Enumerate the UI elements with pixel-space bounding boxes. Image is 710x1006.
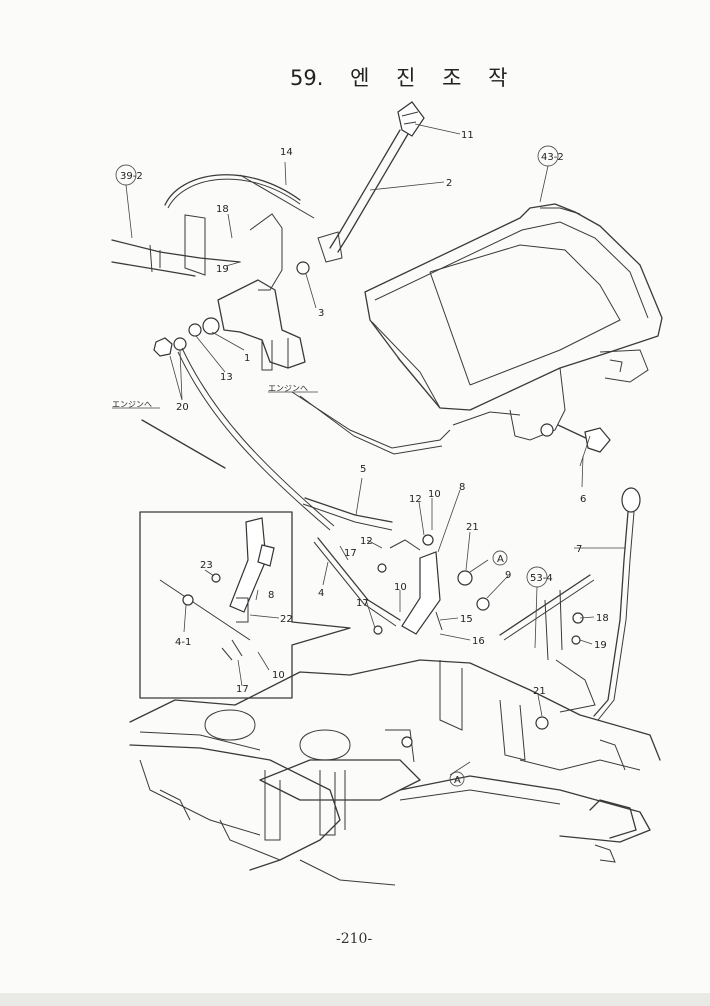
callout-label: 19 (216, 264, 229, 275)
callout-label: 4-1 (175, 637, 191, 648)
lever-bracket (153, 213, 306, 371)
callout-label: 17 (236, 684, 249, 695)
ref-label: 39-2 (120, 171, 143, 182)
chassis-frame (129, 659, 661, 886)
callout-label: 6 (580, 494, 586, 505)
page-title: 59. 엔 진 조 작 (290, 62, 507, 92)
callout-label: 20 (176, 402, 189, 413)
callout-label: 17 (356, 598, 369, 609)
callout-label: 18 (216, 204, 229, 215)
throttle-lever (296, 101, 425, 275)
callout-label: 9 (505, 570, 511, 581)
dashboard-housing (364, 203, 663, 441)
callout-label: 8 (459, 482, 465, 493)
control-arm (373, 534, 490, 635)
title-word: 조 (442, 66, 462, 90)
callout-label: 11 (461, 130, 474, 141)
title-number: 59. (290, 66, 324, 90)
callout-label: 12 (360, 536, 373, 547)
callout-label: 15 (460, 614, 473, 625)
callout-label: 8 (268, 590, 274, 601)
title-word: 진 (396, 66, 416, 90)
callout-label: 19 (594, 640, 607, 651)
callout-label: 17 (344, 548, 357, 559)
scan-edge (0, 993, 710, 1006)
callout-label: 4 (318, 588, 324, 599)
callout-label: 10 (394, 582, 407, 593)
pedal-rod (499, 487, 641, 730)
page-number: -210- (336, 931, 373, 947)
callout-label: 21 (466, 522, 479, 533)
callout-label: 23 (200, 560, 213, 571)
callout-label: 16 (472, 636, 485, 647)
marker-label: A (497, 554, 504, 565)
callout-label: 7 (576, 544, 582, 555)
frame-tube (111, 214, 241, 277)
ref-label: 53-4 (530, 573, 553, 584)
callout-label: 2 (446, 178, 452, 189)
callout-label: 10 (428, 489, 441, 500)
callout-label: 5 (360, 464, 366, 475)
side-note: エンジンへ (268, 384, 308, 393)
title-word: 작 (488, 66, 508, 90)
leader-lines (112, 123, 626, 776)
side-note: エンジンへ (112, 400, 152, 409)
callout-label: 13 (220, 372, 233, 383)
ref-label: 43-2 (541, 152, 564, 163)
title-word: 엔 (350, 66, 370, 90)
detail-inset (139, 511, 351, 699)
callout-label: 10 (272, 670, 285, 681)
cables (141, 174, 521, 641)
callout-label: 1 (244, 353, 250, 364)
callout-labels: 39-2 43-2 53-4 A A エンジンへ エンジンへ 1 2 3 4 4… (112, 130, 609, 786)
callout-label: 22 (280, 614, 293, 625)
callout-label: 3 (318, 308, 324, 319)
reference-circles (115, 145, 559, 787)
callout-label: 14 (280, 147, 293, 158)
stop-knob (540, 423, 611, 453)
callout-label: 21 (533, 686, 546, 697)
callout-label: 12 (409, 494, 422, 505)
callout-label: 18 (596, 613, 609, 624)
marker-label: A (454, 775, 461, 786)
